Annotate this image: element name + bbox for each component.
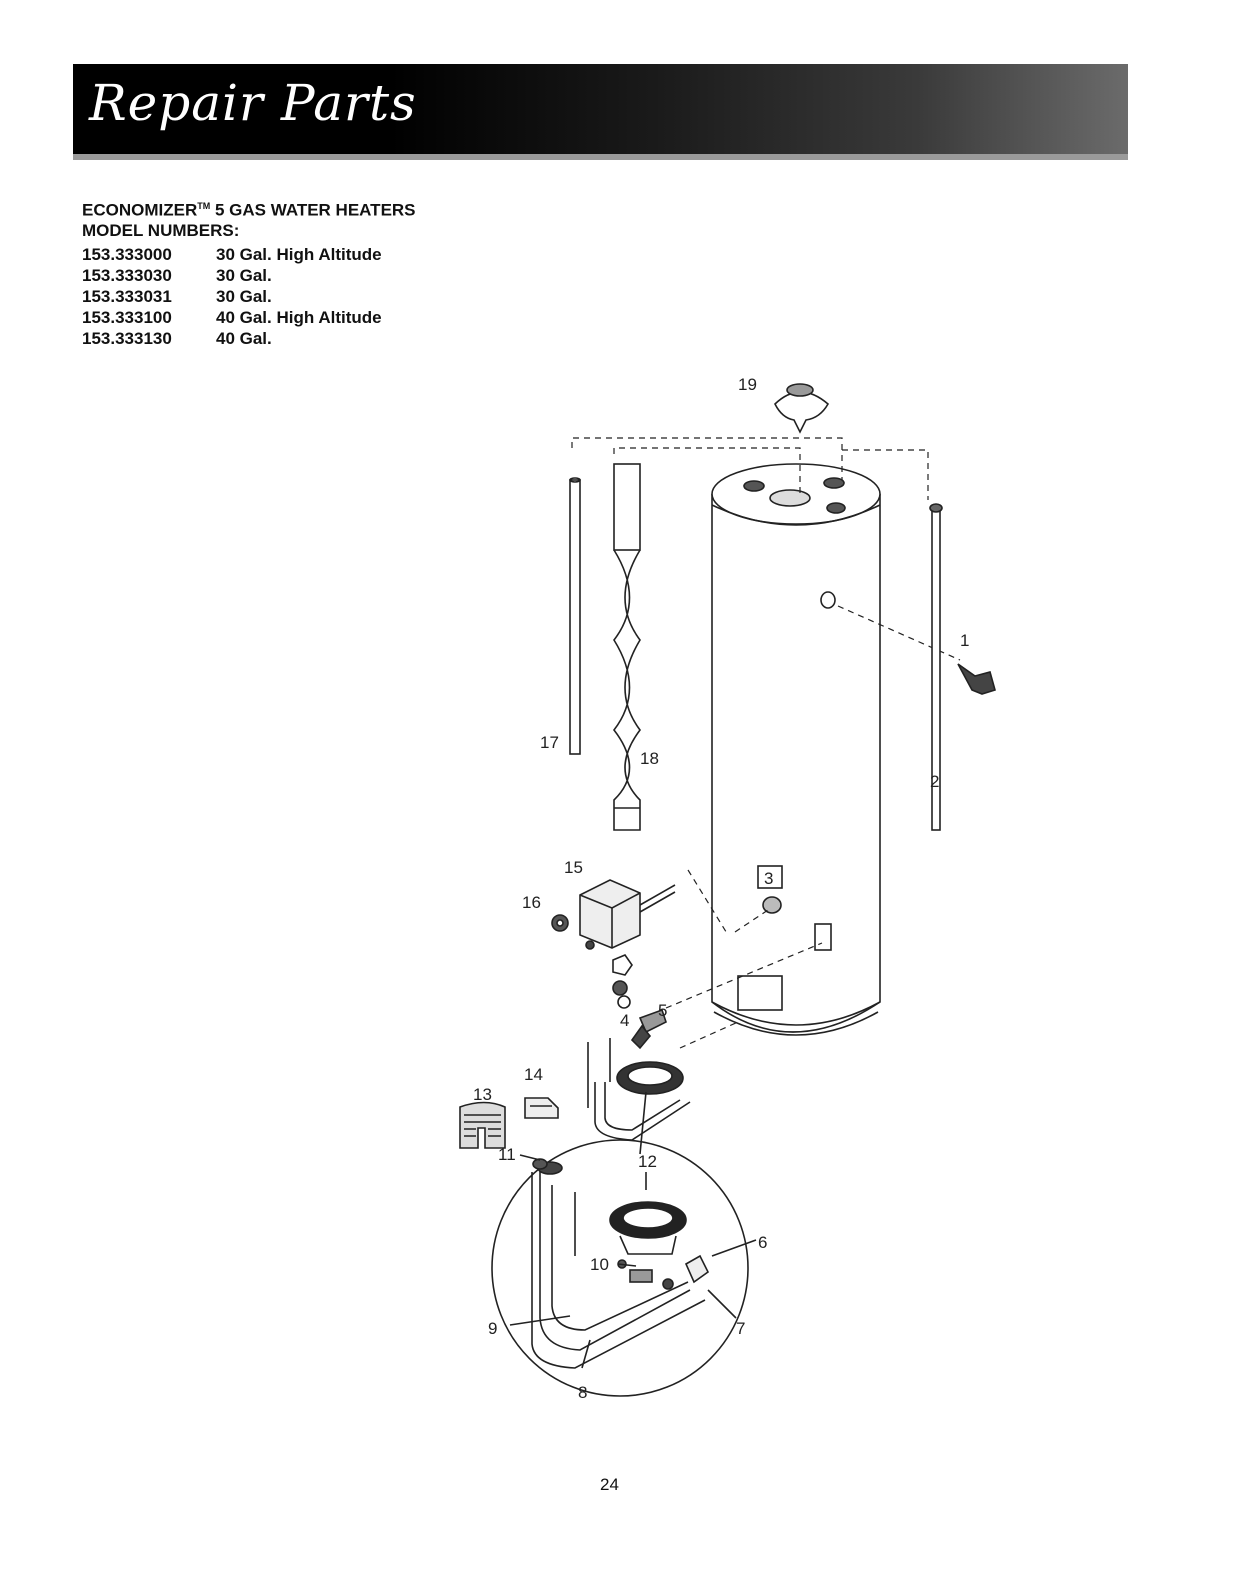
callout-9: 9	[488, 1319, 497, 1338]
page-number: 24	[600, 1475, 619, 1495]
callout-5: 5	[658, 1001, 667, 1020]
part-callout-labels: 1 2 3 4 5 6 7 8 9 10 11 12 13 14 15 16 1…	[473, 375, 969, 1402]
burner-detail-circle	[492, 1140, 748, 1396]
callout-13: 13	[473, 1085, 492, 1104]
leader-lines	[572, 438, 960, 1048]
callout-3: 3	[764, 869, 773, 888]
inner-door	[460, 1103, 505, 1149]
callout-14: 14	[524, 1065, 543, 1084]
fittings	[613, 955, 632, 1008]
callout-19: 19	[738, 375, 757, 394]
callout-7: 7	[736, 1319, 745, 1338]
drain-valve	[958, 664, 995, 694]
callout-6: 6	[758, 1233, 767, 1252]
callout-8: 8	[578, 1383, 587, 1402]
callout-18: 18	[640, 749, 659, 768]
callout-10: 10	[590, 1255, 609, 1274]
callout-1: 1	[960, 631, 969, 650]
callout-16: 16	[522, 893, 541, 912]
anode-rod	[570, 478, 580, 754]
control-knob	[552, 915, 568, 931]
callout-11: 11	[498, 1145, 516, 1164]
callout-15: 15	[564, 858, 583, 877]
flue-baffle	[614, 464, 640, 830]
water-heater-tank	[712, 464, 880, 1035]
flue-baffle-cap	[775, 384, 828, 432]
burner-assembly	[588, 1038, 690, 1154]
callout-12: 12	[638, 1152, 657, 1171]
outer-door	[525, 1098, 558, 1118]
callout-2: 2	[930, 772, 939, 791]
callout-4: 4	[620, 1011, 629, 1030]
gas-control-valve	[580, 880, 675, 949]
callout-17: 17	[540, 733, 559, 752]
